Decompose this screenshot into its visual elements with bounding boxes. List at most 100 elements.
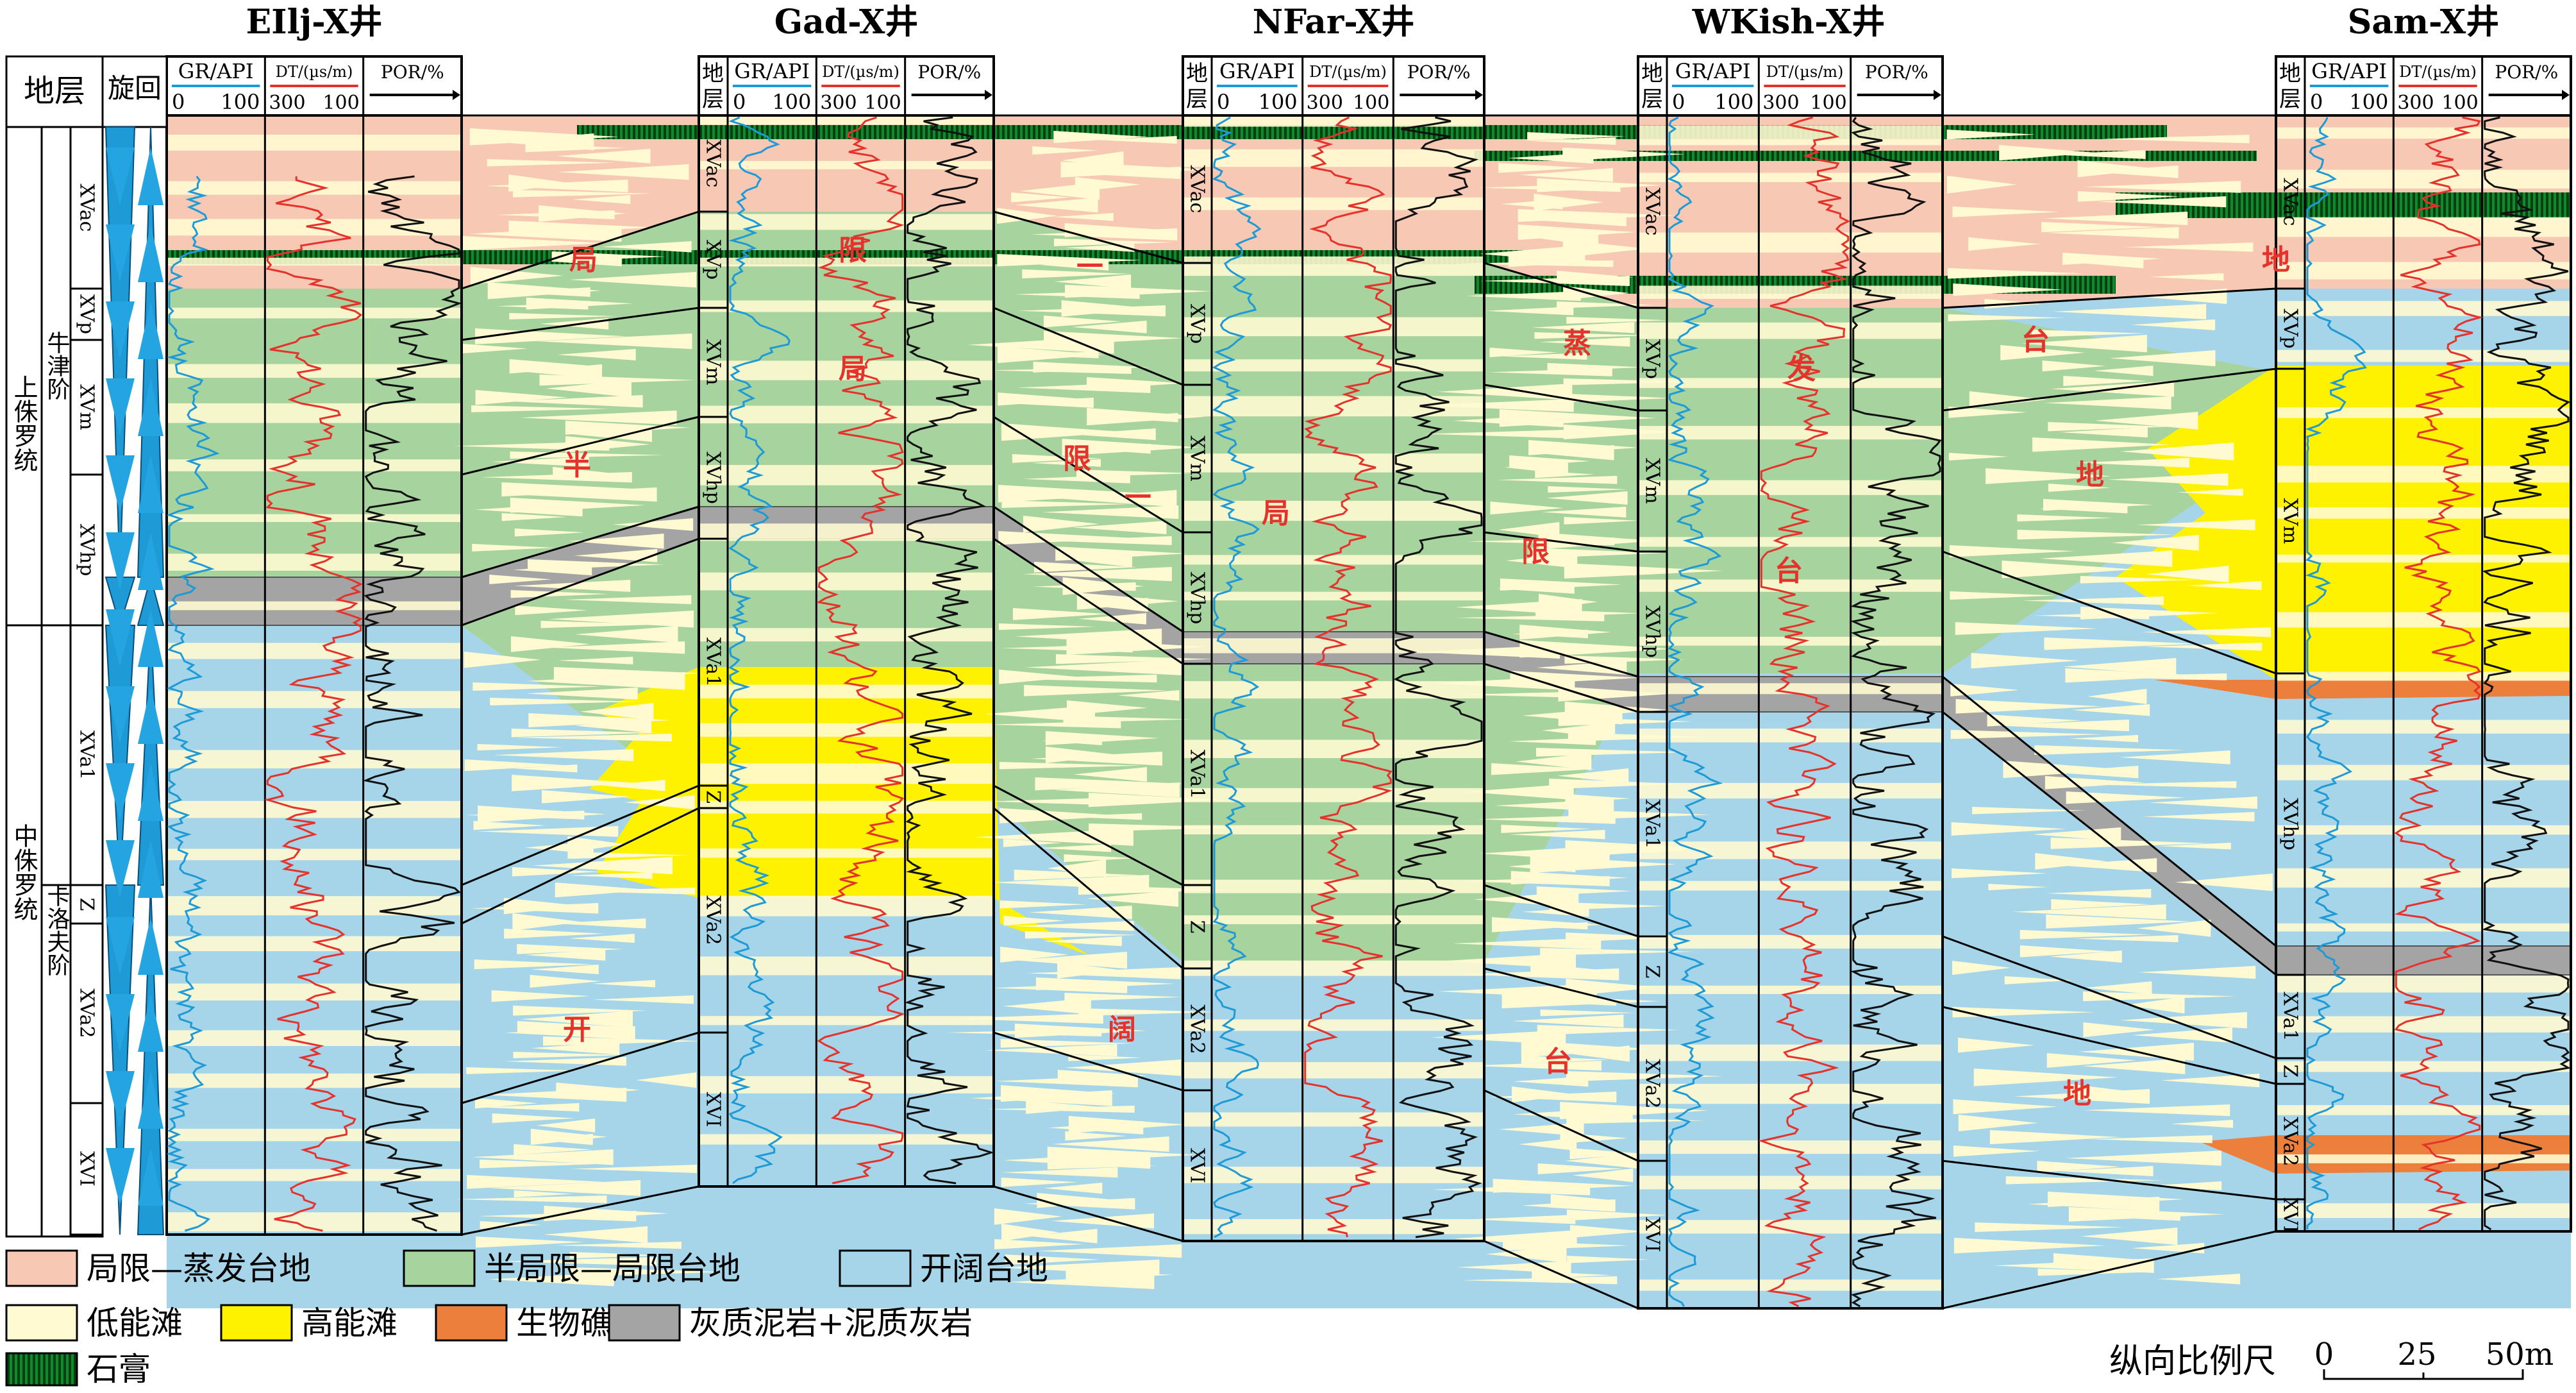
low-shoal-wedge (612, 518, 694, 531)
low-shoal-wedge (992, 983, 1128, 993)
low-shoal-stripe (1183, 915, 1484, 924)
low-shoal-wedge (531, 1134, 593, 1145)
low-shoal-wedge (1031, 459, 1101, 467)
correlation-line (1484, 663, 1639, 713)
gr-curve (728, 116, 790, 1185)
low-shoal-stripe (1638, 881, 1943, 891)
low-shoal-wedge (1948, 453, 2009, 461)
cycle-triangle-small (138, 224, 163, 282)
low-shoal-wedge (2072, 704, 2150, 716)
low-shoal-wedge (2083, 992, 2236, 1002)
well-title-sam: Sam-X井 (2348, 3, 2499, 42)
cycle-header: 旋回 (108, 72, 162, 104)
legend-swatch-open (839, 1249, 912, 1287)
low-shoal-stripe (1183, 256, 1484, 276)
low-shoal-wedge (1955, 622, 2098, 636)
low-shoal-stripe (2276, 127, 2571, 139)
low-shoal-wedge (524, 841, 594, 854)
low-shoal-wedge (509, 313, 617, 320)
low-shoal-wedge (574, 626, 678, 643)
strata-header: 地 (1641, 61, 1663, 87)
low-shoal-wedge (1546, 491, 1628, 505)
low-shoal-wedge (1456, 691, 1591, 698)
cycle-triangle-small (106, 1148, 135, 1206)
low-shoal-wedge (1015, 198, 1098, 213)
zone-label: XVhp (2279, 798, 2302, 850)
low-shoal-wedge (465, 811, 585, 820)
cycle-triangle-small (138, 455, 163, 513)
low-shoal-wedge (474, 503, 583, 517)
legend: 局限—蒸发台地 半局限—局限台地 开阔台地 低能滩 高能滩 生物礁 灰质泥岩+泥… (5, 1249, 1048, 1388)
low-shoal-wedge (2082, 1058, 2186, 1074)
low-shoal-wedge (1107, 413, 1178, 423)
low-shoal-wedge (528, 713, 672, 727)
low-shoal-wedge (2062, 658, 2177, 675)
zone-label: XVa1 (2279, 992, 2302, 1041)
low-shoal-wedge (580, 703, 654, 721)
zone-label: XVp (2279, 308, 2302, 348)
low-shoal-stripe (2276, 1105, 2571, 1115)
low-shoal-wedge (1527, 132, 1626, 141)
facies-label-restricted-6: 地 (2262, 244, 2290, 276)
low-shoal-wedge (1564, 563, 1723, 579)
low-shoal-wedge (473, 821, 546, 831)
por-header: POR/% (1407, 62, 1471, 83)
por-curve (1850, 117, 1942, 1308)
low-shoal-wedge (2044, 637, 2200, 650)
zone-label: XVI (2279, 1198, 2302, 1233)
low-shoal-wedge (483, 1088, 627, 1102)
low-shoal-wedge (2149, 273, 2224, 281)
low-shoal-stripe (1183, 197, 1484, 210)
correlation-line (993, 416, 1183, 534)
low-shoal-wedge (2021, 596, 2164, 605)
low-shoal-wedge (543, 1226, 648, 1244)
low-shoal-wedge (1951, 822, 2066, 836)
zone-label: XVac (1641, 188, 1664, 236)
cycle-triangle-small (138, 1148, 163, 1206)
low-shoal-wedge (1953, 1099, 2058, 1115)
low-shoal-wedge (994, 1239, 1084, 1249)
low-shoal-wedge (1988, 884, 2048, 891)
low-shoal-wedge (1952, 207, 2059, 217)
low-shoal-wedge (1564, 568, 1635, 576)
correlation-line (1942, 1160, 2277, 1201)
low-shoal-wedge (1008, 1275, 1155, 1290)
low-shoal-wedge (514, 1190, 573, 1198)
cycle-triangle-up (137, 884, 165, 1235)
low-shoal-wedge (2120, 750, 2230, 764)
low-shoal-wedge (512, 775, 637, 791)
low-shoal-wedge (2146, 1181, 2222, 1190)
correlation-line (1942, 550, 2277, 675)
low-shoal-wedge (1535, 609, 1641, 618)
low-shoal-wedge (1003, 916, 1066, 926)
low-shoal-wedge (1948, 407, 2027, 418)
low-shoal-wedge (1491, 763, 1596, 775)
low-shoal-wedge (1512, 630, 1588, 639)
low-shoal-wedge (2175, 874, 2273, 891)
low-shoal-wedge (1987, 714, 2082, 727)
low-shoal-wedge (530, 965, 599, 975)
low-shoal-wedge (2041, 222, 2161, 233)
low-shoal-wedge (1953, 1145, 2040, 1157)
zone-label: Z (702, 790, 724, 804)
low-shoal-wedge (2003, 761, 2124, 779)
cycle-triangle-small (138, 917, 163, 975)
low-shoal-wedge (1480, 845, 1610, 862)
low-shoal-stripe (2276, 1154, 2571, 1163)
low-shoal-wedge (1480, 245, 1585, 263)
low-shoal-wedge (1989, 1130, 2120, 1145)
low-shoal-wedge (1547, 363, 1643, 372)
low-shoal-wedge (2020, 945, 2112, 958)
cycle-triangle-small (106, 378, 135, 436)
low-shoal-wedge (1953, 283, 2063, 296)
facies-wedges (167, 76, 2571, 1291)
low-shoal-wedge (1010, 351, 1099, 359)
low-shoal-wedge (1011, 192, 1071, 203)
low-shoal-wedge (2032, 437, 2171, 452)
low-shoal-stripe (2276, 720, 2571, 734)
low-shoal-wedge (999, 808, 1124, 823)
low-shoal-wedge (2089, 165, 2179, 178)
